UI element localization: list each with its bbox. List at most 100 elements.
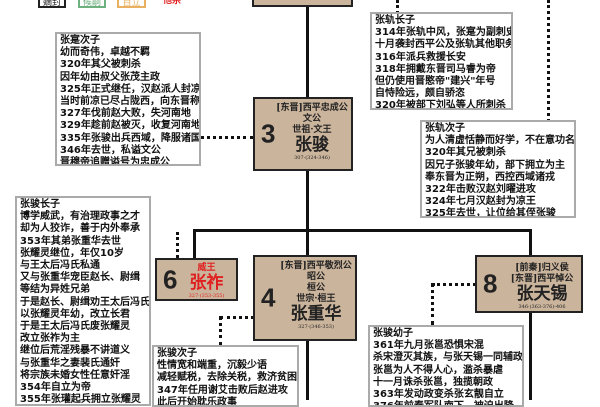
branch-line-tianxi [529,229,532,400]
note-line: 却为人狡诈，善于内外奉承 [20,223,140,235]
ruler-title: 昭公 [306,272,325,282]
note-line: 355年张瓘起兵拥立张耀灵 [20,394,141,406]
note-line: 327年伐前赵大败，失河南地 [60,108,191,120]
note-line: 376年前秦军队南下，被迫出降 [373,401,514,407]
note-line: 320年其父被刺杀 [60,59,141,71]
note-line: 325年正式继任，汉赵派人封凉王 [60,83,201,95]
note-line: 314年张轨中风，张寔为副刺史 [375,27,513,39]
ruler-box-top [252,0,353,7]
ruler-title: [东晋]西平忠成公 [276,103,348,113]
note-line: 十月袭封西平公及张轨其他职务 [375,39,513,51]
dotted-connector [176,232,179,258]
note-line: 于是赵长、尉缉劝王太后冯氏 [20,296,150,308]
dotted-connector [432,283,476,286]
note-line: 但仍使用晋愍帝"建兴"年号 [375,76,496,88]
note-line: 奉东晋为正朔，西控西域诸戎 [425,171,555,183]
ruler-number: 6 [163,264,178,294]
note-line: 自恃险远，颇自骄恣 [375,88,465,100]
note-line: 张轨长子 [375,15,415,26]
note-line: 与张重华之妻裴氏通奸 [20,357,120,369]
note-line: 329年趁前赵被灭，收复河南地 [60,120,201,132]
note-line: 张耀灵继位，年仅10岁 [20,247,124,259]
note-line: 320年被部下刘弘等人所刺杀 [375,100,506,110]
sibling-line [193,229,532,232]
note-line: 张邕为人不得人心，滥杀暴虐 [373,364,503,376]
ruler-title: [东晋]西平悼公 [510,274,574,284]
dotted-connector [220,316,254,319]
note-line: 减轻赋税，去除关税，救济贫困 [157,372,297,384]
note-line: 318年拥戴东晋司马睿为帝 [375,63,496,75]
note-line: 346年去世，私谥文公 [60,144,161,156]
legend-item-killed: 他杀 [157,0,187,8]
ruler-name: 张重华 [290,304,342,324]
note-line: 晋穆帝追赠谥号为忠成公 [60,157,170,166]
note-line: 以张耀灵年幼，改立长君 [20,308,130,320]
note-line: 325年去世，让位给其侄张骏 [425,208,556,218]
ruler-title: 威王 [197,263,216,273]
note-line: 幼而奇伟，卓越不羁 [60,47,150,59]
dotted-connector [200,136,254,139]
legend-label: 候嗣 [82,0,101,8]
note-line: 324年七月汉赵封为凉王 [425,196,536,208]
note-line: 杀宋澄灭其族，与张天锡一同辅政 [373,352,523,364]
legend-item-direct: 嫡封 [38,0,66,8]
ruler-years: 327·(346-353) [298,324,334,330]
ruler-title: 桓公 [306,283,325,293]
ruler-name: 张骏 [295,135,329,155]
note-line: 博学威武，有治理政事之才 [20,211,140,223]
note-line: 于是王太后冯氏废张耀灵 [20,321,130,333]
dotted-connector [219,316,222,346]
legend-item-self: 自立 [117,0,146,8]
ruler-years: 346·(363-376)-406 [518,304,566,310]
ruler-title: 世宗·桓王 [296,294,336,304]
note-line: 316年派兵救援长安 [375,51,466,63]
note-line: 353年其弟张重华去世 [20,235,121,247]
ruler-name: 张天锡 [516,284,568,304]
ruler-title: 文公 [302,114,321,124]
note-line: 等结为异姓兄弟 [20,284,90,296]
ruler-name: 张祚 [189,273,224,293]
dotted-connector [396,0,399,14]
main-trunk-line [306,6,309,400]
note-line: 因兄子张骏年幼，部下拥立为主 [425,159,565,171]
note-line: 张骏长子 [20,199,60,210]
legend-label: 他杀 [162,0,181,6]
note-line: 与王太后冯氏私通 [20,260,100,272]
branch-line-zuo [193,229,196,259]
note-line: 335年张骏出兵西域，降服诸国 [60,132,201,144]
ruler-number: 3 [261,118,276,149]
dotted-connector [431,283,434,325]
ruler-years: 327·(353-355) [188,293,225,299]
note-line: 361年九月张邕恐惧宋混 [373,340,484,352]
note-line: 为人清虚恬静而好学，不在意功名 [425,135,575,147]
legend-label: 嫡封 [42,0,61,8]
note-line: 354年自立为帝 [20,382,91,394]
note-line: 张骏幼子 [373,328,413,339]
dotted-connector [547,0,550,122]
note-line: 张轨次子 [425,123,465,134]
legend-item-heir: 候嗣 [78,0,106,8]
note-line: 张骏次子 [157,348,197,359]
ruler-title: [前秦]归义侯 [515,263,569,273]
ruler-number: 8 [483,268,498,299]
note-line: 322年击败汉赵刘曜进攻 [425,184,536,196]
note-line: 张寔次子 [60,35,100,46]
note-line: 又与张重华宠臣赵长、尉缉 [20,272,140,284]
note-line: 此后开始耽乐政事 [157,396,237,407]
note-line: 因年幼由叔父张茂主政 [60,71,160,83]
note-line: 当时前凉已尽占陇西，向东晋称臣 [60,96,201,108]
note-line: 继位后荒淫残暴不讲道义 [20,345,130,357]
ruler-title: [东晋]西平敬烈公 [280,261,352,271]
note-line: 320年其兄被刺杀 [425,147,506,159]
note-line: 将宗族未婚女性任意奸淫 [20,369,130,381]
